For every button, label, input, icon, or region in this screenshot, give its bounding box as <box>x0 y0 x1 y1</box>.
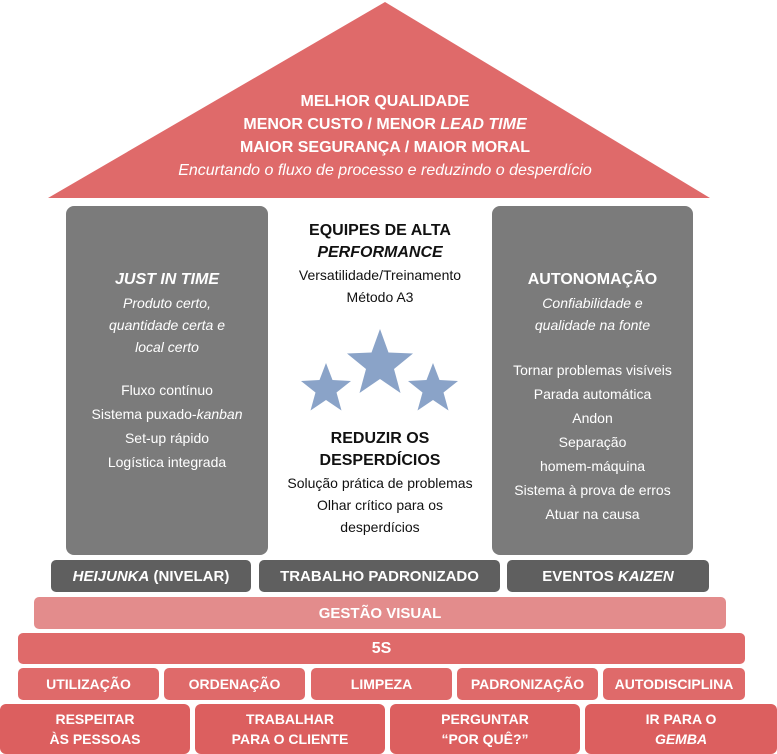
right-pillar-item-1: Tornar problemas visíveis <box>513 362 672 378</box>
center-bottom-line-1: Solução prática de problemas <box>287 475 473 491</box>
center-top-line-1: Versatilidade/Treinamento <box>298 267 462 283</box>
principle-trabalhar-line-2: PARA O CLIENTE <box>231 731 349 747</box>
principle-gemba-line-2: GEMBA <box>655 729 707 749</box>
center-top-title-1: EQUIPES DE ALTA <box>309 222 451 239</box>
roof <box>48 2 710 198</box>
left-pillar-subtitle-3: local certo <box>135 339 199 355</box>
trabalho-padronizado-bar: TRABALHO PADRONIZADO <box>259 560 500 592</box>
right-pillar-subtitle-1: Confiabilidade e <box>542 295 643 311</box>
gestao-visual-bar: GESTÃO VISUAL <box>34 597 726 629</box>
eventos-italic: KAIZEN <box>617 567 674 585</box>
left-pillar-title: JUST IN TIME <box>114 271 219 288</box>
principle-trabalhar: TRABALHAR PARA O CLIENTE <box>195 704 385 754</box>
center-top: EQUIPES DE ALTA PERFORMANCE Versatilidad… <box>268 220 492 308</box>
roof-line-3: MAIOR SEGURANÇA / MAIOR MORAL <box>239 139 531 156</box>
s-item-ordenacao: ORDENAÇÃO <box>164 668 305 700</box>
heijunka-rest: (NIVELAR) <box>149 567 230 585</box>
left-pillar-subtitle-1: Produto certo, <box>123 295 211 311</box>
left-pillar-item-3: Set-up rápido <box>124 430 210 446</box>
roof-line-1: MELHOR QUALIDADE <box>300 93 470 110</box>
principle-perguntar-line-2: “POR QUÊ?” <box>441 731 529 747</box>
principle-trabalhar-line-1: TRABALHAR <box>246 711 334 727</box>
roof-shape <box>48 2 710 198</box>
right-pillar-item-5: homem-máquina <box>539 458 646 474</box>
star-icon-right <box>408 363 458 411</box>
eventos-prefix: EVENTOS <box>542 567 618 585</box>
roof-line-4: Encurtando o fluxo de processo e reduzin… <box>178 162 592 179</box>
s-item-autodisciplina: AUTODISCIPLINA <box>603 668 745 700</box>
heijunka-bar: HEIJUNKA (NIVELAR) <box>51 560 251 592</box>
five-s-bar: 5S <box>18 633 745 664</box>
right-pillar: AUTONOMAÇÃO Confiabilidade e qualidade n… <box>492 206 693 555</box>
roof-line-2-text: MENOR CUSTO / MENOR <box>243 116 441 133</box>
right-pillar-subtitle-2: qualidade na fonte <box>534 317 651 333</box>
principle-gemba-italic: GEMBA <box>654 731 708 747</box>
center-bottom-title-2: DESPERDÍCIOS <box>319 452 441 469</box>
principle-respeitar-line-2: ÀS PESSOAS <box>49 731 141 747</box>
right-pillar-item-6: Sistema à prova de erros <box>514 482 671 498</box>
heijunka-italic: HEIJUNKA <box>72 567 150 585</box>
star-icon-center <box>347 329 413 393</box>
stars-icon <box>301 329 458 411</box>
center-top-line-2: Método A3 <box>346 289 414 305</box>
s-item-limpeza: LIMPEZA <box>311 668 452 700</box>
roof-line-2-italic: LEAD TIME <box>440 116 527 133</box>
eventos-kaizen-bar: EVENTOS KAIZEN <box>507 560 709 592</box>
center-bottom-line-3: desperdícios <box>340 519 420 535</box>
left-pillar-subtitle-2: quantidade certa e <box>109 317 225 333</box>
s-item-padronizacao: PADRONIZAÇÃO <box>457 668 598 700</box>
left-pillar-item-1: Fluxo contínuo <box>121 382 213 398</box>
right-pillar-item-2: Parada automática <box>533 386 652 402</box>
center-top-title-2: PERFORMANCE <box>317 244 443 261</box>
principle-perguntar-line-1: PERGUNTAR <box>441 711 529 727</box>
right-pillar-item-4: Separação <box>558 434 627 450</box>
s-item-utilizacao: UTILIZAÇÃO <box>18 668 159 700</box>
principle-respeitar: RESPEITAR ÀS PESSOAS <box>0 704 190 754</box>
center-bottom-line-2: Olhar crítico para os <box>316 497 444 513</box>
left-pillar-item-2-italic: kanban <box>196 406 243 422</box>
center-bottom: REDUZIR OS DESPERDÍCIOS Solução prática … <box>262 428 498 538</box>
left-pillar-item-4: Logística integrada <box>107 454 227 470</box>
right-pillar-item-7: Atuar na causa <box>545 506 640 522</box>
left-pillar: JUST IN TIME Produto certo, quantidade c… <box>66 206 268 555</box>
star-icon-left <box>301 363 351 411</box>
roof-line-2: MENOR CUSTO / MENOR LEAD TIME <box>120 113 650 136</box>
principle-gemba-line-1: IR PARA O <box>645 711 717 727</box>
principle-respeitar-line-1: RESPEITAR <box>55 711 135 727</box>
roof-text: MELHOR QUALIDADE MENOR CUSTO / MENOR LEA… <box>120 90 650 182</box>
principle-perguntar: PERGUNTAR “POR QUÊ?” <box>390 704 580 754</box>
left-pillar-item-2-text: Sistema puxado- <box>91 406 197 422</box>
left-pillar-item-2: Sistema puxado-kanban <box>66 402 268 426</box>
principle-gemba: IR PARA O GEMBA <box>585 704 777 754</box>
center-bottom-title-1: REDUZIR OS <box>330 430 430 447</box>
right-pillar-title: AUTONOMAÇÃO <box>527 271 658 288</box>
right-pillar-item-3: Andon <box>572 410 613 426</box>
